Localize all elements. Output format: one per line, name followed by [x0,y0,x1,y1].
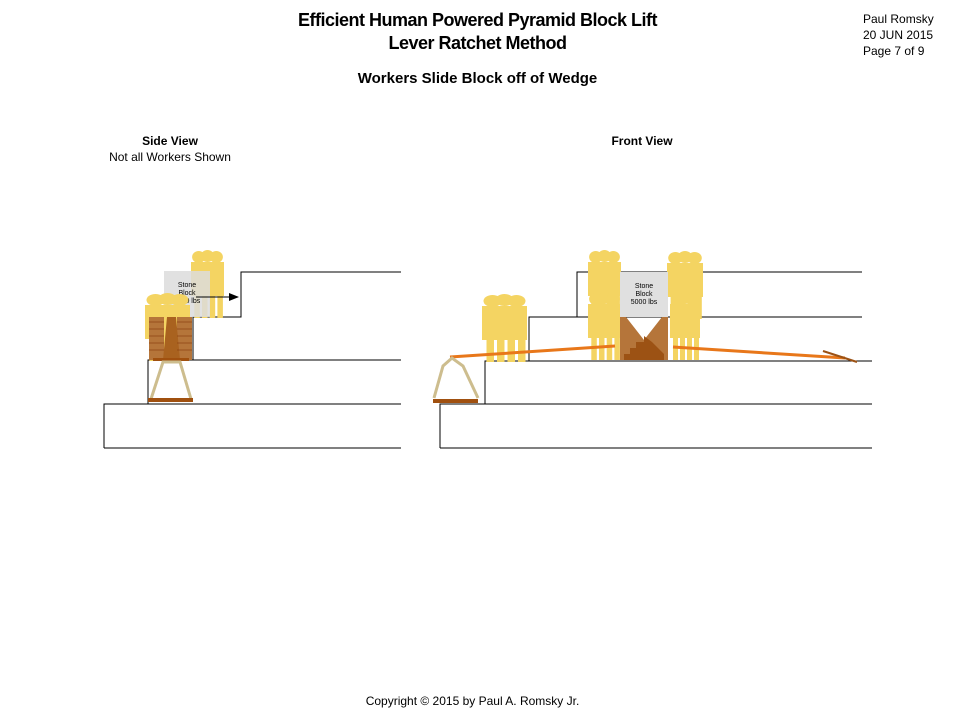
front-worker-group-center-left [588,250,621,360]
title-line-1: Efficient Human Powered Pyramid Block Li… [297,10,658,30]
front-levers [449,344,858,363]
subtitle: Workers Slide Block off of Wedge [357,70,598,87]
copyright: Copyright © 2015 by Paul A. Romsky Jr. [365,694,580,708]
page-number: Page 7 of 9 [863,44,925,58]
front-stone-block [620,272,668,317]
side-wedge [149,317,192,361]
side-view-title: Side View [142,134,198,148]
author: Paul Romsky [863,12,934,26]
front-lever-frame [432,356,480,403]
title-line-2: Lever Ratchet Method [388,33,567,53]
date: 20 JUN 2015 [863,28,934,42]
side-view-note: Not all Workers Shown [109,150,231,164]
side-lever-frame [148,360,193,402]
side-view-steps [103,271,401,449]
front-wedge [620,317,668,360]
front-view-title: Front View [611,134,673,148]
front-worker-group-center-right [667,251,703,360]
front-view-steps [439,271,872,449]
